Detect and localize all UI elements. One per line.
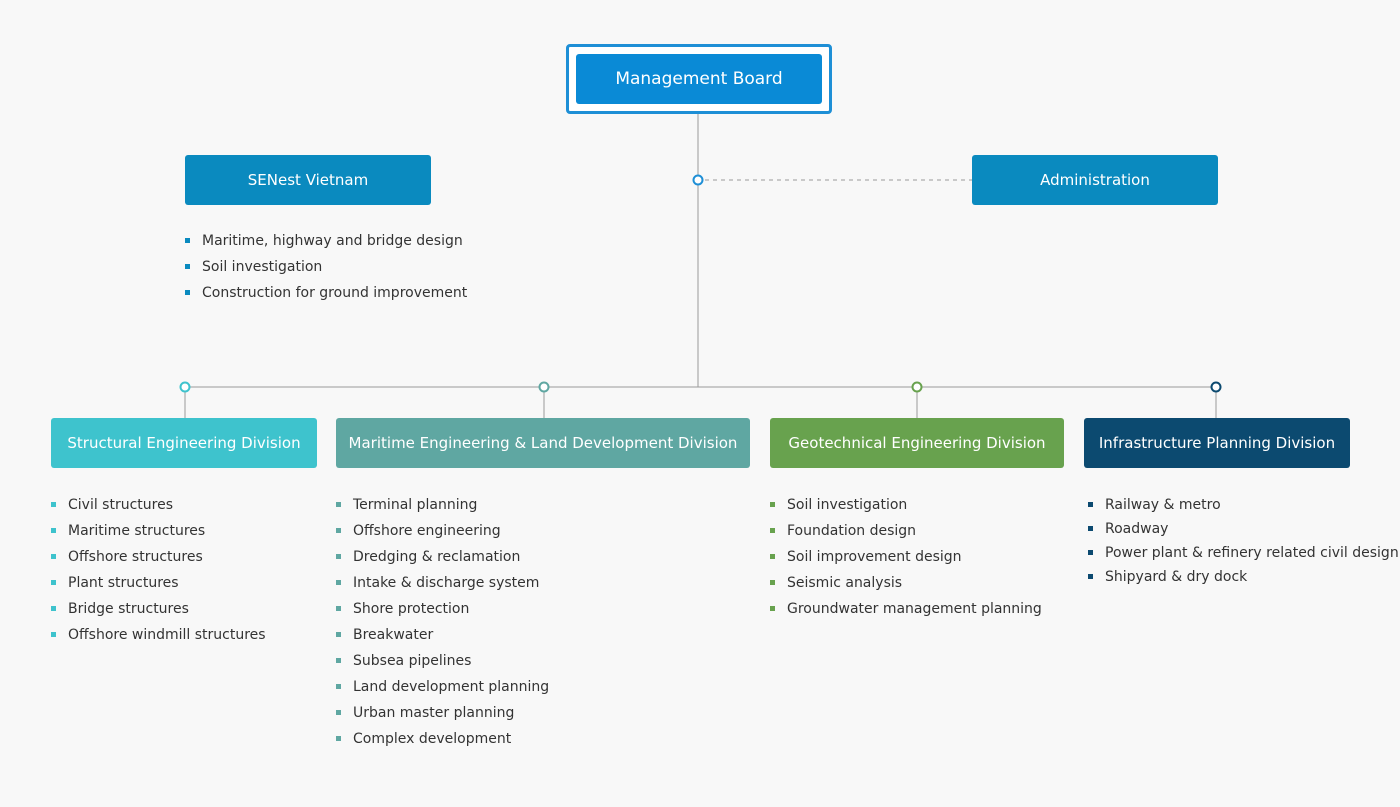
administration-box: Administration — [972, 155, 1218, 205]
list-item: Dredging & reclamation — [336, 544, 549, 570]
geotechnical-division-box: Geotechnical Engineering Division — [770, 418, 1064, 468]
list-item: Shore protection — [336, 596, 549, 622]
list-item: Construction for ground improvement — [185, 280, 467, 306]
senest-vietnam-box: SENest Vietnam — [185, 155, 431, 205]
list-item: Civil structures — [51, 492, 266, 518]
list-item: Bridge structures — [51, 596, 266, 622]
node-infrastructure — [1210, 381, 1222, 393]
structural-division-box: Structural Engineering Division — [51, 418, 317, 468]
list-item: Soil improvement design — [770, 544, 1042, 570]
infrastructure-item-list: Railway & metro Roadway Power plant & re… — [1088, 493, 1399, 589]
list-item: Seismic analysis — [770, 570, 1042, 596]
list-item: Complex development — [336, 726, 549, 752]
list-item: Foundation design — [770, 518, 1042, 544]
list-item: Offshore windmill structures — [51, 622, 266, 648]
list-item: Power plant & refinery related civil des… — [1088, 541, 1399, 565]
list-item: Plant structures — [51, 570, 266, 596]
list-item: Breakwater — [336, 622, 549, 648]
list-item: Urban master planning — [336, 700, 549, 726]
geotechnical-item-list: Soil investigation Foundation design Soi… — [770, 492, 1042, 622]
node-geotechnical — [911, 381, 923, 393]
list-item: Shipyard & dry dock — [1088, 565, 1399, 589]
node-structural — [179, 381, 191, 393]
node-maritime — [538, 381, 550, 393]
senest-item-list: Maritime, highway and bridge design Soil… — [185, 228, 467, 306]
list-item: Terminal planning — [336, 492, 549, 518]
list-item: Soil investigation — [185, 254, 467, 280]
infrastructure-division-box: Infrastructure Planning Division — [1084, 418, 1350, 468]
list-item: Railway & metro — [1088, 493, 1399, 517]
maritime-item-list: Terminal planning Offshore engineering D… — [336, 492, 549, 752]
list-item: Offshore structures — [51, 544, 266, 570]
maritime-division-box: Maritime Engineering & Land Development … — [336, 418, 750, 468]
management-board-box: Management Board — [576, 54, 822, 104]
list-item: Intake & discharge system — [336, 570, 549, 596]
list-item: Subsea pipelines — [336, 648, 549, 674]
list-item: Groundwater management planning — [770, 596, 1042, 622]
management-board-frame: Management Board — [566, 44, 832, 114]
list-item: Land development planning — [336, 674, 549, 700]
list-item: Maritime, highway and bridge design — [185, 228, 467, 254]
list-item: Offshore engineering — [336, 518, 549, 544]
list-item: Roadway — [1088, 517, 1399, 541]
list-item: Maritime structures — [51, 518, 266, 544]
structural-item-list: Civil structures Maritime structures Off… — [51, 492, 266, 648]
admin-node — [692, 174, 704, 186]
list-item: Soil investigation — [770, 492, 1042, 518]
